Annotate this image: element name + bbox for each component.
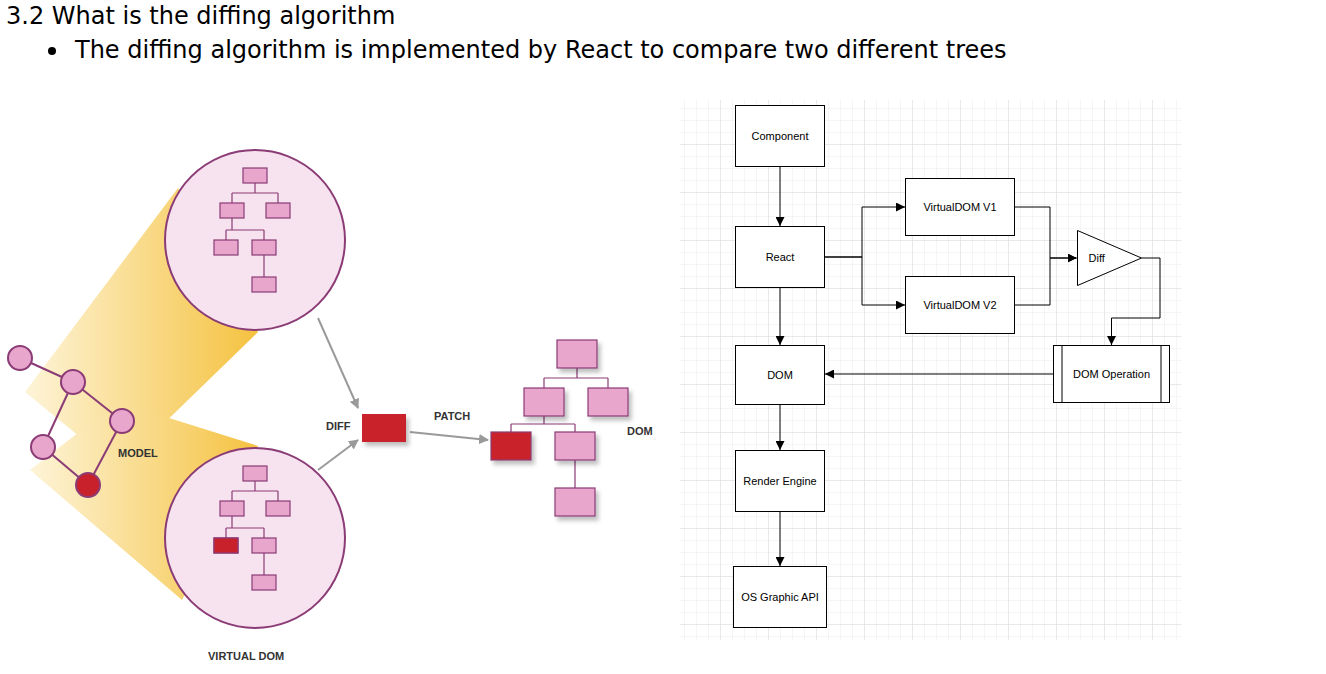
- node-text-group: React: [766, 250, 795, 264]
- flow-arrow: [780, 288, 781, 345]
- node-label: VirtualDOM V1: [923, 200, 996, 214]
- node-text-group: VirtualDOM V2: [923, 298, 996, 312]
- diff-triangle: Diff: [1077, 230, 1142, 286]
- flow-arrow: [1112, 258, 1161, 345]
- flow-arrow: [780, 405, 781, 450]
- model-graph: [8, 346, 134, 497]
- node-label: VirtualDOM V2: [923, 298, 996, 312]
- process-box: Render Engine: [735, 450, 825, 512]
- node-text-group: Render Engine: [743, 474, 816, 488]
- node-label: OS Graphic API: [741, 590, 819, 604]
- node-label: DOM Operation: [1073, 367, 1150, 381]
- node-label: DOM: [767, 368, 793, 382]
- node-label: React: [766, 250, 795, 264]
- projection-cones: [25, 188, 258, 600]
- process-box: VirtualDOM V2: [905, 276, 1015, 334]
- illustration-label: VIRTUAL DOM: [208, 650, 284, 663]
- illustration-label: DOM: [627, 425, 653, 438]
- diff-arrows: [318, 318, 488, 470]
- bullet-dot: [48, 47, 56, 55]
- dom-tree: [491, 340, 628, 516]
- flow-arrow: [1015, 207, 1077, 258]
- flow-arrow: [1015, 258, 1077, 305]
- node-text-group: VirtualDOM V1: [923, 200, 996, 214]
- node-text-group: OS Graphic API: [741, 590, 819, 604]
- grid-background: [680, 100, 1182, 640]
- predefined-process-box: DOM Operation: [1053, 345, 1170, 403]
- flow-arrow: [825, 374, 1053, 375]
- process-box: VirtualDOM V1: [905, 178, 1015, 236]
- process-box: DOM: [735, 345, 825, 405]
- node-label: Component: [752, 129, 809, 143]
- node-text-group: Diff: [1077, 251, 1105, 265]
- illustration-label: MODEL: [118, 447, 158, 460]
- diff-patch: [362, 414, 406, 442]
- process-box: OS Graphic API: [733, 566, 827, 628]
- node-text-group: Component: [752, 129, 809, 143]
- process-box: React: [735, 226, 825, 288]
- flow-arrow: [825, 207, 905, 257]
- triangle-outline: [1077, 230, 1142, 286]
- flow-arrow: [780, 167, 781, 226]
- flow-arrow: [825, 257, 905, 305]
- node-label: Render Engine: [743, 474, 816, 488]
- changed-node: [214, 538, 238, 553]
- illustration-label: DIFF: [326, 420, 350, 433]
- tree-diagram: [214, 168, 290, 292]
- page-title: 3.2 What is the diffing algorithm: [6, 2, 395, 30]
- tree-circles: [165, 150, 345, 628]
- tree-diagram: [214, 466, 290, 590]
- flow-arrow: [780, 512, 781, 566]
- node-text-group: DOM: [767, 368, 793, 382]
- node-text-group: DOM Operation: [1073, 367, 1150, 381]
- process-box: Component: [735, 105, 825, 167]
- illustration-label: PATCH: [434, 410, 470, 423]
- bullet-text: The diffing algorithm is implemented by …: [75, 36, 1007, 64]
- node-label: Diff: [1089, 251, 1105, 265]
